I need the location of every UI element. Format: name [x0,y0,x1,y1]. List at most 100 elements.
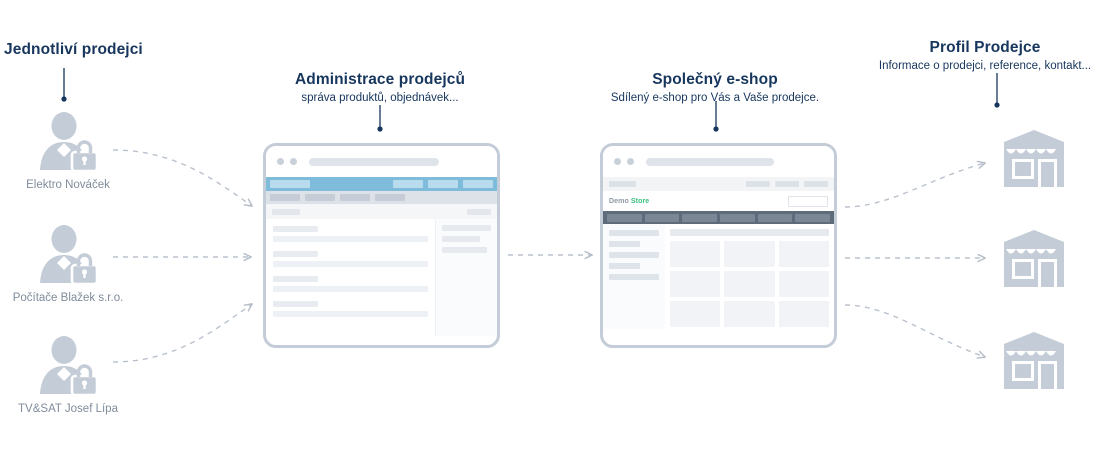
seller-to-admin-arrows [112,149,252,363]
storefront-icon [996,128,1072,190]
sellers-heading: Jednotliví prodejci [4,40,143,59]
search-input[interactable] [788,195,828,207]
eshop-heading: Společný e-shop Sdílený e-shop pro Vás a… [590,70,840,106]
brand-word-first: Demo [609,197,629,205]
storefront-icon [996,228,1072,290]
sidebar-block[interactable] [609,241,640,247]
admin-heading: Administrace prodejců správa produktů, o… [255,70,505,106]
window-dot-icon [277,158,284,165]
breadcrumb [272,208,300,215]
profile-subtitle: Informace o prodejci, reference, kontakt… [878,60,1092,72]
window-dot-icon [614,158,621,165]
sidebar-block[interactable] [609,252,659,258]
admin-list [266,219,435,336]
list-item-title [273,276,318,282]
pointer-dots [61,96,1000,132]
seller-name: TV&SAT Josef Lípa [18,403,118,415]
seller-name: Počítače Blažek s.r.o. [12,292,124,304]
eshop-nav-item[interactable] [795,213,831,222]
address-bar[interactable] [646,157,774,166]
browser-chrome [603,146,834,177]
eshop-nav-item[interactable] [757,213,793,222]
list-item-title [273,251,318,257]
admin-breadcrumb-bar [266,204,497,219]
user-lock-icon [33,225,103,287]
eshop-utility-item[interactable] [804,181,828,187]
eshop-banner [670,229,829,236]
user-lock-icon [33,112,103,174]
address-bar[interactable] [309,157,439,166]
eshop-window-body: Demo Store [603,177,834,329]
seller-item: TV&SAT Josef Lípa [0,336,138,416]
admin-subnav-item[interactable] [340,194,370,201]
eshop-title: Společný e-shop [652,71,778,88]
seller-name: Elektro Nováček [26,179,110,191]
list-item-line [273,311,428,317]
eshop-to-profile-arrows [844,163,985,357]
admin-title: Administrace prodejců [294,71,466,88]
sidebar-block [442,247,488,253]
product-card[interactable] [724,241,775,267]
eshop-brand-bar: Demo Store [603,191,834,211]
admin-action-button[interactable] [467,208,491,215]
product-card[interactable] [778,241,829,267]
eshop-nav-item[interactable] [644,213,680,222]
eshop-utility-item[interactable] [775,181,799,187]
eshop-sidebar [603,224,665,329]
list-item-line [273,261,428,267]
eshop-nav-item[interactable] [720,213,755,222]
sidebar-block [442,236,481,242]
storefront-icon [996,330,1072,392]
admin-logo [270,180,310,188]
product-card[interactable] [778,301,829,327]
eshop-product-area [665,224,834,329]
product-card[interactable] [670,301,721,327]
admin-subnav-item[interactable] [305,194,335,201]
product-card[interactable] [724,301,775,327]
list-item-title [273,226,318,232]
eshop-mainnav [603,211,834,224]
eshop-utility-item[interactable] [746,181,770,187]
list-item[interactable] [273,276,428,292]
admin-nav-item[interactable] [428,180,458,188]
admin-browser-window [263,143,500,348]
window-dot-icon [290,158,297,165]
admin-window-body [266,177,497,336]
sidebar-block[interactable] [609,230,659,236]
brand-word-second: Store [630,197,650,205]
eshop-utility-bar [603,177,834,191]
browser-chrome [266,146,497,177]
product-card[interactable] [670,241,721,267]
sidebar-block[interactable] [609,274,659,280]
product-card[interactable] [724,271,775,297]
product-card[interactable] [778,271,829,297]
list-item[interactable] [273,301,428,317]
admin-nav-item[interactable] [463,180,493,188]
sellers-title: Jednotliví prodejci [4,41,143,58]
admin-sidebar [435,219,497,336]
eshop-content [603,224,834,329]
admin-nav-item[interactable] [393,180,423,188]
eshop-nav-item[interactable] [682,213,718,222]
admin-subnav-item[interactable] [270,194,300,201]
list-item[interactable] [273,226,428,242]
profile-heading: Profil Prodejce Informace o prodejci, re… [860,38,1110,74]
admin-content [266,219,497,336]
profile-title: Profil Prodejce [929,39,1041,56]
product-grid [670,241,829,327]
sidebar-block [442,225,491,231]
user-lock-icon [33,336,103,398]
admin-topnav [266,177,497,191]
admin-subnav-item[interactable] [375,194,405,201]
eshop-subtitle: Sdílený e-shop pro Vás a Vaše prodejce. [610,92,820,104]
admin-subtitle: správa produktů, objednávek... [301,92,459,104]
eshop-browser-window: Demo Store [600,143,837,348]
sidebar-block[interactable] [609,263,640,269]
seller-item: Počítače Blažek s.r.o. [0,225,138,305]
list-item[interactable] [273,251,428,267]
product-card[interactable] [670,271,721,297]
seller-item: Elektro Nováček [0,112,138,192]
eshop-nav-item[interactable] [607,213,642,222]
